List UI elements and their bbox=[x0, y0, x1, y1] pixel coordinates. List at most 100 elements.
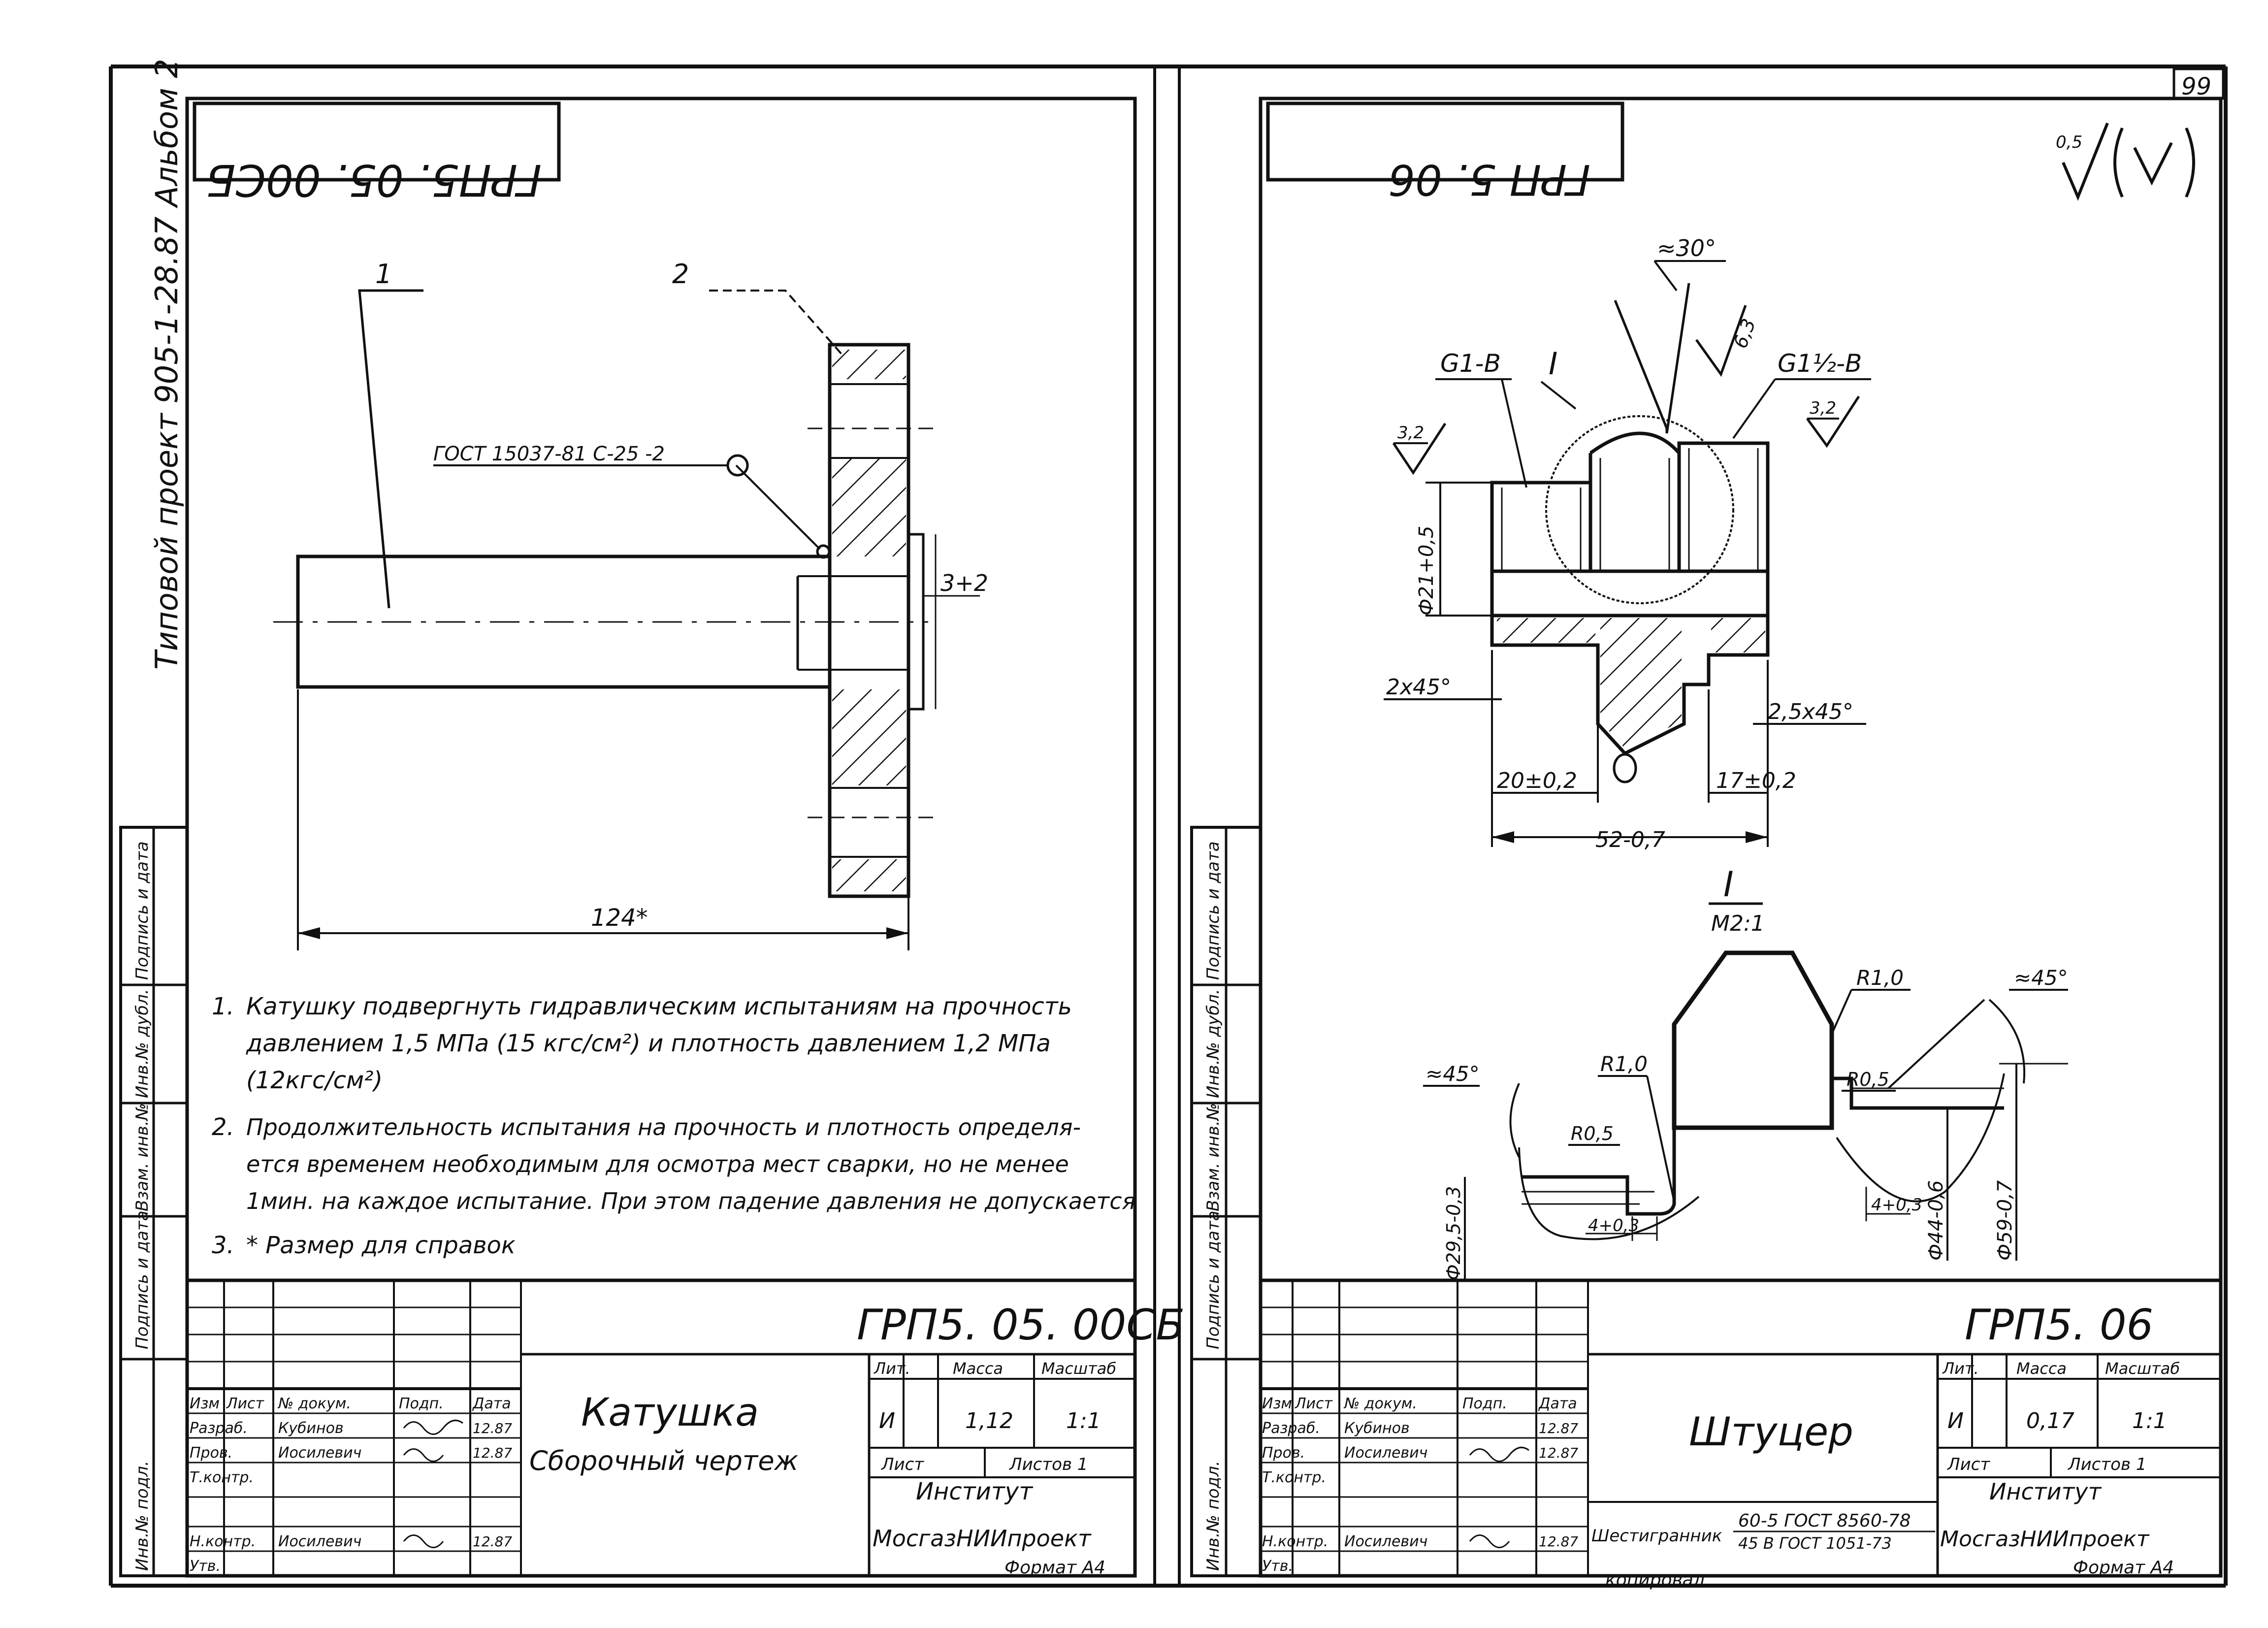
side-label-sign1: Подпись и дата bbox=[1203, 1210, 1223, 1349]
label-dia-21: Ф21+0,5 bbox=[1415, 526, 1438, 616]
tb-right-date-4: 12.87 bbox=[1539, 1533, 1578, 1550]
side-label-inv: Инв.№ подл. bbox=[1203, 1461, 1223, 1571]
tb-right-copied: копировал bbox=[1605, 1570, 1705, 1590]
side-label-vzam: Взам. инв.№ bbox=[132, 1103, 152, 1211]
tb-right-h-sign: Подп. bbox=[1462, 1395, 1507, 1412]
label-detail-mark: I bbox=[1549, 346, 1557, 382]
note-2-line-3: 1мин. на каждое испытание. При этом паде… bbox=[246, 1188, 1135, 1214]
tb-right-format: Формат А4 bbox=[2073, 1558, 2174, 1578]
tb-left-date-1: 12.87 bbox=[473, 1445, 512, 1461]
tb-left-name-4: Иосилевич bbox=[278, 1533, 361, 1550]
side-label-vzam: Взам. инв.№ bbox=[1203, 1103, 1223, 1211]
label-rough-right: 3,2 bbox=[1810, 398, 1836, 418]
label-dim-20: 20±0,2 bbox=[1497, 768, 1577, 793]
tb-right-lit: И bbox=[1947, 1408, 1964, 1433]
right-corner-code-box: ГРП 5. 06 bbox=[1266, 101, 1624, 204]
tb-left-subtitle: Сборочный чертеж bbox=[529, 1445, 799, 1476]
tb-right-date-0: 12.87 bbox=[1539, 1420, 1578, 1436]
detail-r10-top: R1,0 bbox=[1856, 966, 1904, 990]
flange-body bbox=[828, 343, 910, 898]
note-1-line-3: (12кгс/см²) bbox=[246, 1067, 383, 1094]
detail-dim-4-right: 4+0,3 bbox=[1871, 1195, 1922, 1215]
side-label-sign1: Подпись и дата bbox=[132, 1210, 152, 1349]
tb-right-code: ГРП5. 06 bbox=[1965, 1301, 2153, 1350]
tb-left-role-5: Утв. bbox=[190, 1558, 221, 1575]
tb-left-date-0: 12.87 bbox=[473, 1420, 512, 1436]
detail-angle-left: ≈45° bbox=[1426, 1062, 1480, 1086]
note-1-line-1: Катушку подвергнуть гидравлическим испыт… bbox=[246, 993, 1072, 1020]
tb-right-role-4: Н.контр. bbox=[1262, 1533, 1328, 1550]
label-rough-left: 3,2 bbox=[1397, 423, 1424, 443]
tb-right-name-0: Кубинов bbox=[1344, 1420, 1410, 1437]
tb-right-mass: 0,17 bbox=[2026, 1408, 2074, 1433]
tb-left-mass-label: Масса bbox=[953, 1359, 1003, 1378]
left-notes: 1. Катушку подвергнуть гидравлическим ис… bbox=[212, 993, 1135, 1259]
tb-right-h-date: Дата bbox=[1538, 1395, 1577, 1412]
detail-dim-4-left: 4+0,3 bbox=[1588, 1216, 1639, 1236]
note-3-line-1: * Размер для справок bbox=[246, 1232, 516, 1259]
detail-view-I: I М2:1 R1,0 R0,5 ≈45° bbox=[1423, 864, 2068, 1280]
detail-dia-44: Ф44-0,6 bbox=[1925, 1180, 1947, 1261]
side-label-inv: Инв.№ подл. bbox=[132, 1461, 152, 1571]
tb-left-role-2: Т.контр. bbox=[190, 1469, 254, 1486]
note-3-num: 3. bbox=[212, 1232, 234, 1259]
tb-left-date-4: 12.87 bbox=[473, 1533, 512, 1550]
dim-flange-gap: 3+2 bbox=[940, 570, 988, 596]
tb-left-role-4: Н.контр. bbox=[190, 1533, 256, 1550]
note-1-line-2: давлением 1,5 МПа (15 кгс/см²) и плотнос… bbox=[246, 1030, 1051, 1057]
tb-right-role-1: Пров. bbox=[1262, 1444, 1305, 1462]
weld-mark: ГОСТ 15037-81 С-25 -2 bbox=[433, 443, 665, 465]
tb-left-name-1: Иосилевич bbox=[278, 1444, 361, 1462]
detail-r05-right: R0,5 bbox=[1847, 1069, 1889, 1090]
tb-left-name-0: Кубинов bbox=[278, 1420, 344, 1437]
tb-left-h-sign: Подп. bbox=[399, 1395, 444, 1412]
tb-right-date-1: 12.87 bbox=[1539, 1445, 1578, 1461]
tb-left-code: ГРП5. 05. 00СБ bbox=[857, 1301, 1185, 1350]
left-corner-code: ГРП5. 05. 00СБ bbox=[206, 155, 542, 205]
detail-circle bbox=[1545, 415, 1734, 604]
tb-right-name-1: Иосилевич bbox=[1344, 1444, 1427, 1462]
signature-mark bbox=[403, 1534, 444, 1548]
leader-2-label: 2 bbox=[672, 259, 689, 290]
dim-length: 124* bbox=[591, 904, 648, 932]
note-2-line-2: ется временем необходимым для осмотра ме… bbox=[246, 1151, 1069, 1177]
tb-left-scale: 1:1 bbox=[1066, 1408, 1101, 1433]
detail-dia-295: Ф29,5-0,3 bbox=[1443, 1186, 1464, 1280]
tb-right-h-izm: Изм bbox=[1262, 1395, 1292, 1412]
tb-left-sheet-label: Лист bbox=[880, 1455, 924, 1474]
tb-left-role-1: Пров. bbox=[190, 1444, 232, 1462]
tb-right-material-1: 60-5 ГОСТ 8560-78 bbox=[1738, 1511, 1911, 1531]
right-title-block: Изм Лист № докум. Подп. Дата Разраб. Куб… bbox=[1259, 1278, 2223, 1590]
note-2-num: 2. bbox=[212, 1113, 234, 1141]
outer-frame bbox=[109, 65, 2228, 1588]
side-label-sign2: Подпись и дата bbox=[1203, 841, 1223, 980]
detail-r10-left: R1,0 bbox=[1600, 1052, 1648, 1076]
tb-right-h-list: Лист bbox=[1295, 1395, 1333, 1412]
side-label-dubl: Инв.№ дубл. bbox=[1203, 989, 1223, 1098]
detail-profile bbox=[1672, 950, 1834, 1130]
fitting-main-view: ≈30° 6,3 G1-B I G1½-B 3,2 3,2 bbox=[1384, 235, 1871, 852]
signature-mark bbox=[1469, 1446, 1529, 1462]
signature-mark bbox=[1469, 1534, 1510, 1548]
right-corner-code: ГРП 5. 06 bbox=[1388, 155, 1590, 204]
tb-right-h-doc: № докум. bbox=[1343, 1395, 1417, 1412]
tb-right-org-1: Институт bbox=[1989, 1478, 2102, 1505]
tb-right-mass-label: Масса bbox=[2016, 1359, 2067, 1378]
side-project-text: Типовой проект 905-1-28.87 Альбом 2 bbox=[149, 59, 185, 670]
label-angle-30: ≈30° bbox=[1657, 235, 1716, 261]
label-chamfer-right: 2,5х45° bbox=[1768, 699, 1853, 724]
tb-right-scale-label: Масштаб bbox=[2105, 1359, 2180, 1378]
tb-left-lit: И bbox=[879, 1408, 895, 1433]
spool-assembly-view: 3+2 1 2 ГОСТ 15037-81 С-25 -2 124* bbox=[273, 259, 988, 950]
tb-left-h-izm: Изм bbox=[190, 1395, 220, 1412]
leader-1-label: 1 bbox=[375, 259, 392, 290]
tb-right-role-0: Разраб. bbox=[1262, 1420, 1320, 1437]
tb-left-mass: 1,12 bbox=[965, 1408, 1013, 1433]
label-thread-left: G1-B bbox=[1440, 349, 1501, 378]
label-roughness-63: 6,3 bbox=[1729, 316, 1760, 351]
tb-left-role-0: Разраб. bbox=[190, 1420, 248, 1437]
tb-left-h-list: Лист bbox=[226, 1395, 265, 1412]
tb-left-h-date: Дата bbox=[472, 1395, 511, 1412]
tb-right-role-2: Т.контр. bbox=[1262, 1469, 1326, 1486]
